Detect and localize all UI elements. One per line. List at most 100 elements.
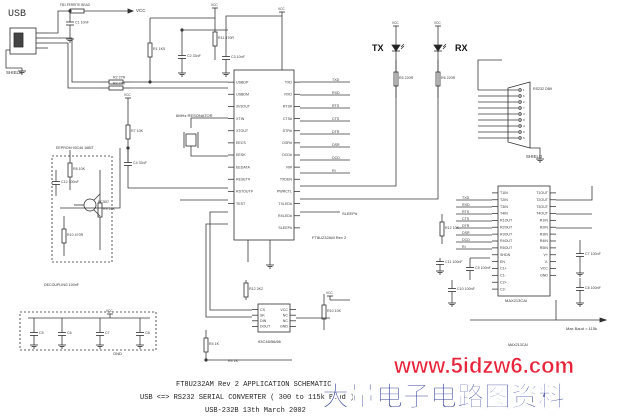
resistor-label: R4 1K: [209, 342, 220, 346]
watermark-url: www.5idzw6.com: [393, 353, 574, 378]
resistor-label: R9 10K: [103, 207, 116, 211]
chip-pin-label: T2IN: [500, 198, 508, 202]
led-ray: [400, 43, 405, 48]
chip-pin-label: R4IN: [540, 239, 549, 243]
net-label: TXD: [332, 78, 340, 82]
db9-pin: [518, 112, 522, 116]
led-ray: [400, 45, 405, 50]
chip-pin-label: R2IN: [540, 225, 549, 229]
capacitor-label: C7 100nF: [585, 252, 602, 256]
wire: [300, 50, 397, 187]
wire: [205, 223, 252, 318]
sleep-net-label: SLEEP#: [342, 211, 358, 216]
chip-pin-label: T1IN: [500, 191, 508, 195]
chip-pin-label: R3IN: [540, 232, 549, 236]
capacitor-label: C11 100nF: [445, 260, 463, 264]
db9-pin: [518, 88, 522, 92]
db9-pin-number: 2: [523, 100, 525, 104]
db9-pin: [518, 94, 522, 98]
reset-block: [51, 155, 113, 263]
wire: [225, 15, 283, 70]
chip-pin-label: TXLED#: [278, 202, 292, 206]
chip-pin-label: 3V3OUT: [236, 105, 251, 109]
db9-pin: [518, 136, 522, 140]
net-label: RXD: [332, 91, 340, 95]
junction-dot: [148, 80, 152, 84]
net-label: RI: [332, 169, 336, 173]
chip-pin-label: R2OUT: [500, 225, 513, 229]
chip-pin-label: CTS#: [283, 117, 292, 121]
resistor-label: R10 10K: [327, 309, 342, 313]
resistor-label: R8 10K: [73, 167, 86, 171]
resistor: [243, 282, 249, 298]
db9-pin-number: 9: [523, 130, 525, 134]
capacitor-label: C2 33nF: [187, 54, 202, 58]
chip-pin-label: C2-: [500, 287, 507, 291]
capacitor-label: C8 100nF: [585, 286, 602, 290]
db9-pin-number: 5: [523, 136, 525, 140]
max-baud-note: Max Baud = 115k: [566, 326, 597, 331]
resistor-label: R7 10K: [131, 129, 144, 133]
capacitor-label: C5: [39, 331, 44, 335]
chip-pin-label: VCC: [540, 267, 548, 271]
chip-pin-label: RXLED#: [278, 214, 292, 218]
db9-pin-number: 4: [523, 124, 525, 128]
chip-pin-label: T3IN: [500, 205, 508, 209]
watermark-chinese: 大量电子电路图资料: [322, 381, 565, 412]
chip-pin-label: R1IN: [540, 219, 549, 223]
net-label: DSR: [462, 231, 470, 235]
wire: [5, 49, 22, 69]
usb-connector-body: [13, 32, 24, 48]
chip-pin-label: XTIN: [236, 117, 245, 121]
wire: [48, 42, 100, 89]
chip-pin-label: SK: [260, 313, 265, 317]
chip-pin-label: NC: [283, 319, 289, 323]
capacitor-label: C6: [67, 331, 72, 335]
junction-dot: [180, 28, 184, 32]
resistor: [203, 337, 209, 353]
capacitor-label: C3 10nF: [231, 55, 246, 59]
chip-pin-label: R1OUT: [500, 219, 513, 223]
resistor-label: R11 470R: [218, 36, 234, 40]
db9-pin-number: 8: [523, 118, 525, 122]
net-label: RTS: [462, 210, 470, 214]
decoupling-block: [19, 311, 157, 351]
net-label: DCD: [462, 238, 470, 242]
db9-pin: [518, 124, 522, 128]
chip-pin-label: XTOUT: [236, 129, 249, 133]
eeprom-label: 93C46/56/66: [258, 339, 282, 344]
chip-pin-label: T4IN: [500, 212, 508, 216]
chip-pin-label: USBDM: [236, 92, 249, 96]
db9-connector: [507, 81, 531, 149]
usb-connector: [9, 27, 37, 55]
junction-dot: [126, 146, 130, 150]
eeprom-sub-label: EEPROM 93C46 16BIT: [56, 146, 95, 150]
chip-pin-label: RSTOUT#: [236, 190, 253, 194]
capacitor-label: C1 10nF: [75, 21, 90, 25]
chip-pin-label: T4OUT: [536, 212, 549, 216]
wire: [48, 37, 100, 83]
db9-pin-number: 7: [523, 106, 525, 110]
arrow: [599, 317, 608, 323]
shield-right-label: SHIELD: [526, 154, 543, 159]
vcc-label: VCC: [326, 291, 333, 295]
resistor-label: R10 470R: [67, 233, 84, 237]
chip-pin-label: DOUT: [260, 325, 271, 329]
resistor: [439, 221, 445, 237]
tx-led-label: TX: [372, 43, 384, 53]
chip-pin-label: T3OUT: [536, 205, 549, 209]
transistor: [83, 198, 97, 212]
capacitor-label: C9 100nF: [475, 266, 492, 270]
net-label: DCD: [332, 156, 340, 160]
wire: [300, 50, 439, 200]
vcc-label: VCC: [434, 21, 441, 25]
chip-pin-label: USBDP: [236, 80, 249, 84]
net-label: RTS: [332, 104, 340, 108]
chip-pin-label: NC: [283, 313, 289, 317]
chip-pin-label: DSR#: [282, 141, 292, 145]
transistor-label: BC557: [98, 200, 109, 204]
title-line-1: FT8U232AM Rev 2 APPLICATION SCHEMATIC: [176, 381, 331, 389]
max-sub-label: MAX213CAI: [508, 343, 528, 347]
resistor-label: R12 10K: [445, 226, 460, 230]
chip-pin-label: GND: [280, 325, 288, 329]
